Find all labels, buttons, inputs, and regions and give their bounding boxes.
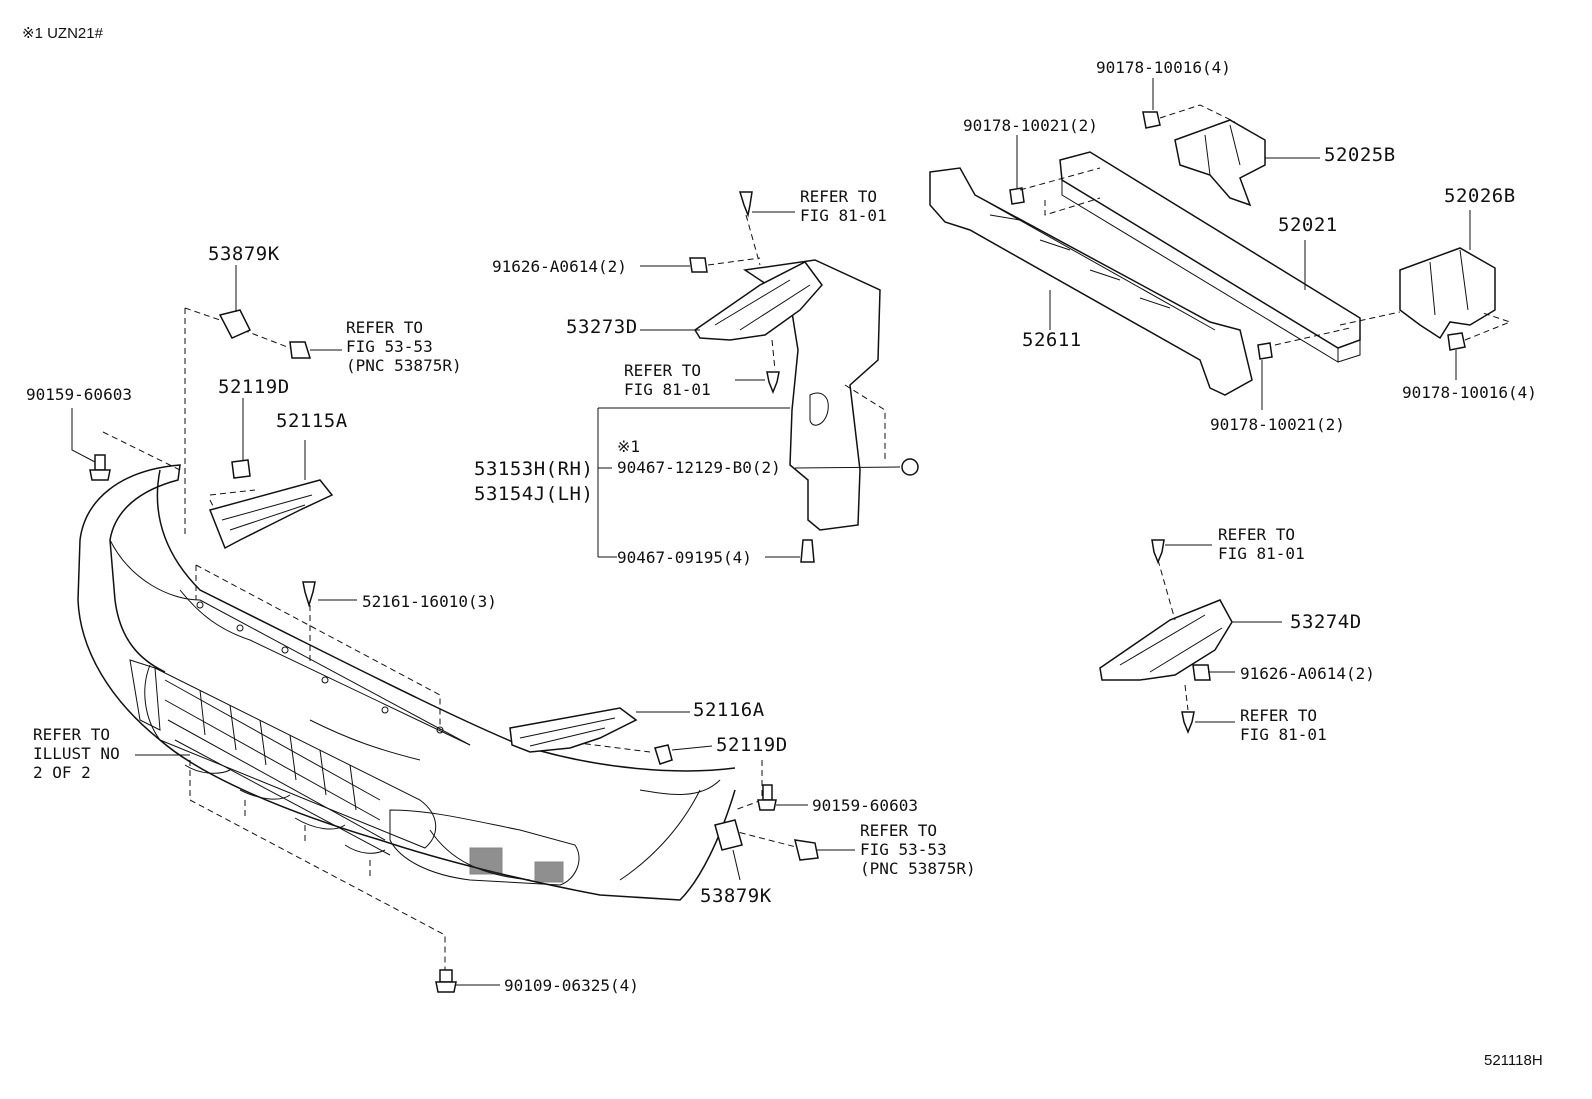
header-note: ※1 UZN21#	[22, 25, 103, 42]
label-52161-16010[interactable]: 52161-16010(3)	[362, 592, 497, 611]
bracket-53274D-leaders	[1157, 544, 1282, 723]
label-52611[interactable]: 52611	[1022, 329, 1082, 351]
label-52021[interactable]: 52021	[1278, 214, 1338, 236]
bumper-fasteners	[89, 309, 819, 993]
label-52119D-bottom[interactable]: 52119D	[716, 734, 788, 756]
label-90178-10021-bottom[interactable]: 90178-10021(2)	[1210, 415, 1345, 434]
bracket-53274D-fasteners	[1151, 539, 1211, 735]
label-90178-10016-top[interactable]: 90178-10016(4)	[1096, 58, 1231, 77]
bumper-cover-drawing	[77, 464, 736, 901]
label-52115A[interactable]: 52115A	[276, 410, 348, 432]
label-90109-06325[interactable]: 90109-06325(4)	[504, 976, 639, 995]
shield-leader-lines	[597, 211, 901, 558]
label-91626-A0614-a[interactable]: 91626-A0614(2)	[492, 257, 627, 276]
label-53879K-top[interactable]: 53879K	[208, 243, 280, 265]
label-90178-10021-top[interactable]: 90178-10021(2)	[963, 116, 1098, 135]
label-53274D[interactable]: 53274D	[1290, 611, 1362, 633]
label-53154J-LH[interactable]: 53154J(LH)	[474, 483, 594, 505]
bracket-53273D-drawing	[693, 261, 823, 341]
label-90159-60603-bottom[interactable]: 90159-60603	[812, 796, 918, 815]
bracket-53274D-drawing	[1099, 599, 1233, 681]
label-53153H-RH[interactable]: 53153H(RH)	[474, 458, 594, 480]
label-52119D-top[interactable]: 52119D	[218, 376, 290, 398]
label-52026B[interactable]: 52026B	[1444, 185, 1516, 207]
label-90467-09195[interactable]: 90467-09195(4)	[617, 548, 752, 567]
refer-fig-81-01-d[interactable]: REFER TO FIG 81-01	[1240, 706, 1327, 744]
shield-fasteners	[689, 191, 919, 563]
label-52025B[interactable]: 52025B	[1324, 144, 1396, 166]
label-90159-60603-top[interactable]: 90159-60603	[26, 385, 132, 404]
label-52116A[interactable]: 52116A	[693, 699, 765, 721]
bracket-52115A-drawing	[208, 479, 334, 550]
refer-fig-81-01-a[interactable]: REFER TO FIG 81-01	[800, 187, 887, 225]
label-90467-12129-B0[interactable]: 90467-12129-B0(2)	[617, 458, 781, 477]
label-90178-10016-bottom[interactable]: 90178-10016(4)	[1402, 383, 1537, 402]
bracket-52116A-drawing	[509, 707, 638, 753]
refer-fig-53-53-a[interactable]: REFER TO FIG 53-53 (PNC 53875R)	[346, 318, 462, 375]
bumper-label-leaders	[71, 265, 855, 986]
label-53273D[interactable]: 53273D	[566, 316, 638, 338]
reinforcement-fasteners	[1009, 111, 1466, 360]
bracket-52026B-drawing	[1399, 247, 1496, 340]
refer-fig-53-53-b[interactable]: REFER TO FIG 53-53 (PNC 53875R)	[860, 821, 976, 878]
refer-fig-81-01-b[interactable]: REFER TO FIG 81-01	[624, 361, 711, 399]
absorber-52611-drawing	[929, 167, 1253, 396]
reinforcement-leader-lines	[1016, 78, 1512, 410]
reinforcement-52021-drawing	[1059, 151, 1361, 363]
label-91626-A0614-b[interactable]: 91626-A0614(2)	[1240, 664, 1375, 683]
bracket-52025B-drawing	[1174, 119, 1266, 207]
note-mark-1: ※1	[617, 437, 641, 456]
label-53879K-bottom[interactable]: 53879K	[700, 885, 772, 907]
shield-53153H-drawing	[742, 259, 886, 531]
refer-fig-81-01-c[interactable]: REFER TO FIG 81-01	[1218, 525, 1305, 563]
refer-illust-no-2[interactable]: REFER TO ILLUST NO 2 OF 2	[33, 725, 120, 782]
footer-code: 521118H	[1484, 1052, 1543, 1069]
